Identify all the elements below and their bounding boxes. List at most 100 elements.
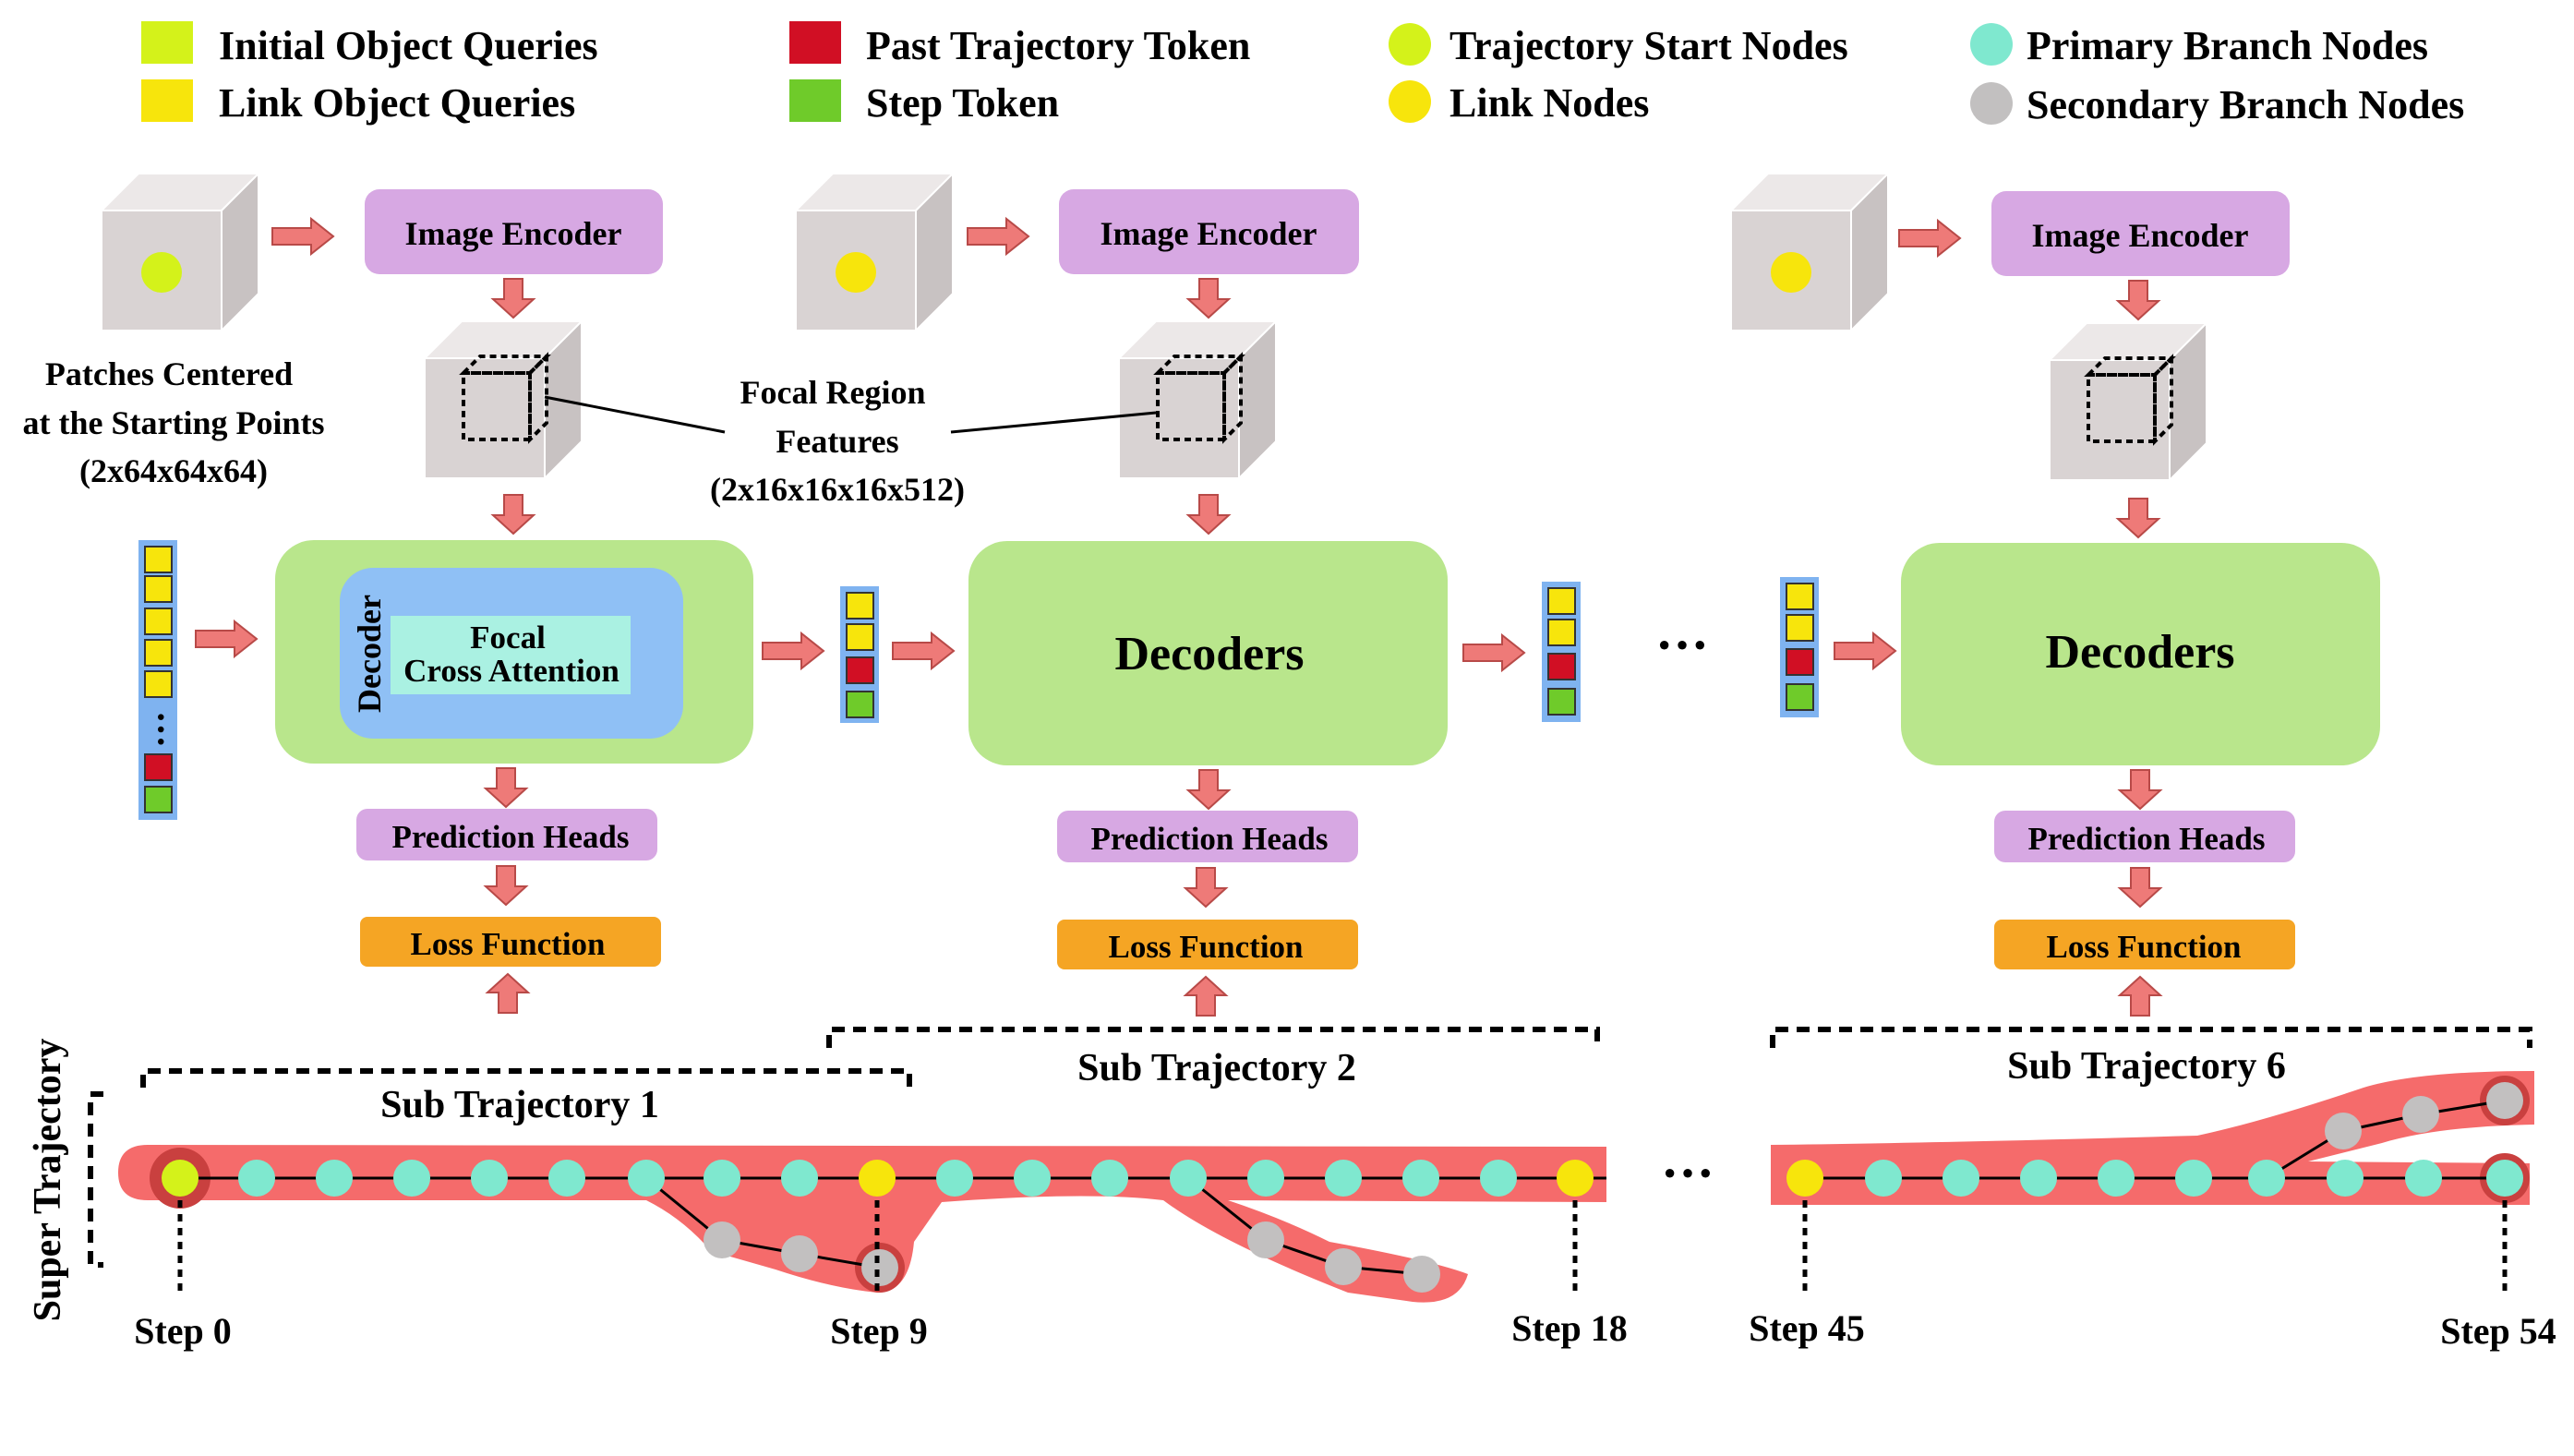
step-markers xyxy=(177,1200,2508,1297)
svg-text:Loss Function: Loss Function xyxy=(410,926,605,962)
focal-feature-cube-3 xyxy=(2049,322,2207,481)
image-encoder-1: Image Encoder xyxy=(365,189,663,274)
svg-text:Cross Attention: Cross Attention xyxy=(403,653,619,689)
arrow-down xyxy=(2119,867,2161,908)
input-patch-cube-2 xyxy=(795,173,954,331)
legend-link-label: Link Object Queries xyxy=(219,80,575,126)
arrow-down xyxy=(2117,280,2159,320)
arrow-down xyxy=(2119,769,2161,810)
image-encoder-2: Image Encoder xyxy=(1059,189,1359,274)
legend-step-swatch xyxy=(789,79,841,122)
loss-function-1: Loss Function xyxy=(360,917,661,967)
svg-text:Prediction Heads: Prediction Heads xyxy=(2028,821,2266,857)
image-encoder-label: Image Encoder xyxy=(1101,215,1317,252)
super-trajectory-label: Super Trajectory xyxy=(27,1039,69,1322)
arrow-down xyxy=(492,494,535,535)
arrow-up xyxy=(2119,976,2161,1017)
arrow-down xyxy=(1187,494,1230,535)
legend-start-dot xyxy=(1389,23,1431,66)
legend-past-label: Past Trajectory Token xyxy=(866,23,1250,68)
sub-trajectory-6-bracket xyxy=(1770,1027,2532,1048)
svg-text:at the Starting Points: at the Starting Points xyxy=(23,404,325,441)
svg-text:Patches Centered: Patches Centered xyxy=(45,355,293,392)
trajectory-ellipsis: ··· xyxy=(1661,1143,1714,1203)
legend: Initial Object Queries Link Object Queri… xyxy=(141,21,2464,127)
arrow-right xyxy=(967,218,1029,255)
svg-text:Features: Features xyxy=(776,423,898,460)
legend-link-dot xyxy=(1389,80,1431,123)
svg-text:(2x64x64x64): (2x64x64x64) xyxy=(79,452,268,489)
focal-feature-cube-2 xyxy=(1118,320,1277,479)
arrow-right xyxy=(1898,220,1961,257)
loss-function-2: Loss Function xyxy=(1057,920,1358,969)
start-node xyxy=(162,1160,198,1197)
arrow-down xyxy=(492,278,535,319)
trajectory-nodes xyxy=(162,1082,2523,1293)
decoders-label: Decoders xyxy=(1114,628,1304,680)
legend-initial-label: Initial Object Queries xyxy=(219,23,598,68)
arrow-right xyxy=(1462,634,1525,671)
arrow-down xyxy=(485,767,527,808)
legend-secondary-dot xyxy=(1970,82,2013,125)
svg-text:Loss Function: Loss Function xyxy=(2046,929,2241,965)
step-label-45: Step 45 xyxy=(1749,1307,1865,1349)
svg-text:Loss Function: Loss Function xyxy=(1108,929,1303,965)
legend-primary-label: Primary Branch Nodes xyxy=(2027,23,2428,68)
sub-trajectory-1-bracket xyxy=(140,1068,912,1088)
step-label-0: Step 0 xyxy=(134,1310,232,1352)
link-node xyxy=(1786,1160,1823,1197)
svg-text:(2x16x16x16x512): (2x16x16x16x512) xyxy=(710,471,965,508)
arrow-down xyxy=(2117,498,2159,538)
legend-linknode-label: Link Nodes xyxy=(1449,80,1649,126)
prediction-heads-3: Prediction Heads xyxy=(1994,811,2295,862)
sub-trajectory-2-bracket xyxy=(826,1027,1600,1048)
sub-trajectory-1-label: Sub Trajectory 1 xyxy=(380,1084,659,1126)
token-column-1 xyxy=(840,586,879,723)
svg-text:Focal: Focal xyxy=(470,620,546,656)
arrow-right xyxy=(1834,632,1896,669)
legend-primary-dot xyxy=(1970,23,2013,66)
arrow-down xyxy=(1187,278,1230,319)
arrow-right xyxy=(271,218,334,255)
legend-secondary-label: Secondary Branch Nodes xyxy=(2027,82,2464,127)
svg-text:Focal Region: Focal Region xyxy=(740,374,926,411)
arrow-down xyxy=(1187,769,1230,810)
pipeline-ellipsis: ··· xyxy=(1655,615,1709,675)
arrow-down xyxy=(485,865,527,906)
prediction-heads-1: Prediction Heads xyxy=(356,809,657,860)
input-patch-cube-3 xyxy=(1730,173,1889,331)
image-encoder-3: Image Encoder xyxy=(1991,191,2290,276)
legend-start-label: Trajectory Start Nodes xyxy=(1449,23,1848,68)
arrow-up xyxy=(487,973,529,1014)
decoder-block-2: Decoders xyxy=(968,541,1448,765)
arrow-down xyxy=(1185,867,1227,908)
callout-line xyxy=(950,411,1157,434)
decoder-block-1: Decoder Focal Cross Attention xyxy=(275,540,753,764)
input-patch-cube-1 xyxy=(101,173,259,331)
legend-step-label: Step Token xyxy=(866,80,1059,126)
step-label-9: Step 9 xyxy=(830,1310,928,1352)
legend-link-swatch xyxy=(141,79,193,122)
legend-initial-swatch xyxy=(141,21,193,64)
arrow-right xyxy=(892,632,955,669)
patches-annotation: Patches Centered at the Starting Points … xyxy=(23,355,325,489)
token-column-2 xyxy=(1542,582,1581,722)
super-trajectory-bracket xyxy=(88,1091,103,1268)
step-label-54: Step 54 xyxy=(2440,1310,2556,1352)
svg-text:Prediction Heads: Prediction Heads xyxy=(392,819,630,855)
token-column-3 xyxy=(1780,577,1819,717)
arrow-up xyxy=(1185,976,1227,1017)
image-encoder-label: Image Encoder xyxy=(2032,217,2249,254)
svg-text:Prediction Heads: Prediction Heads xyxy=(1091,821,1329,857)
arrow-right xyxy=(762,632,824,669)
step-label-18: Step 18 xyxy=(1511,1307,1628,1349)
decoders-label: Decoders xyxy=(2045,626,2234,679)
arrow-right xyxy=(195,620,258,657)
decoder-block-3: Decoders xyxy=(1901,543,2380,765)
token-column-initial: ··· xyxy=(138,540,182,820)
sub-trajectory-6-label: Sub Trajectory 6 xyxy=(2007,1045,2286,1088)
decoder-vertical-label: Decoder xyxy=(351,595,388,713)
token-ellipsis: ··· xyxy=(140,711,182,748)
focal-cross-attention xyxy=(391,616,631,694)
